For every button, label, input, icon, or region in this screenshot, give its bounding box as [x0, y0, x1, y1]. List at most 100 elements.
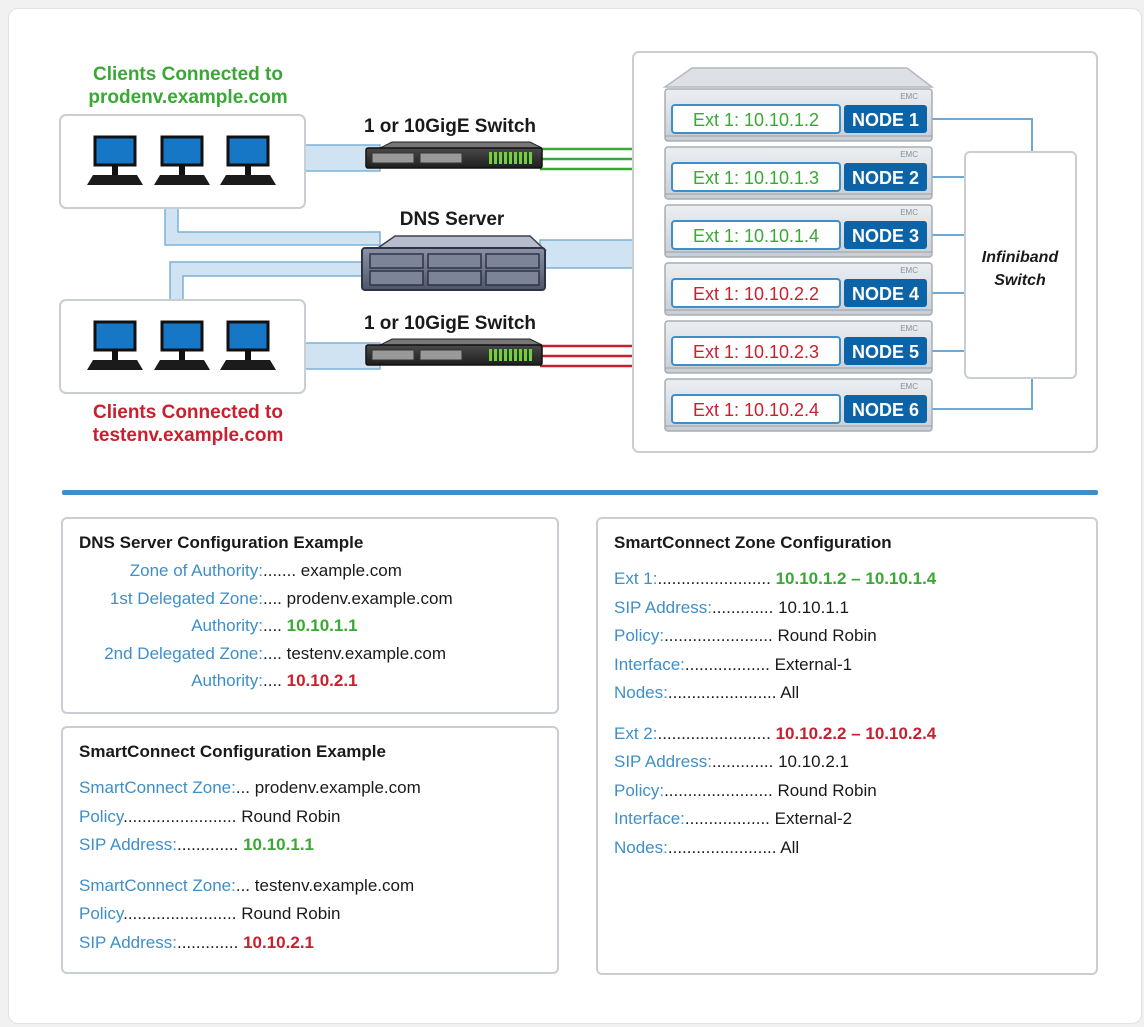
infiniband-switch-box	[964, 151, 1077, 379]
config-key: SIP Address:	[614, 597, 712, 617]
config-row: Authority:.... 10.10.2.1	[191, 671, 357, 691]
config-row: Zone of Authority:....... example.com	[130, 561, 402, 581]
config-key: Policy	[79, 806, 124, 826]
config-value: Round Robin	[241, 904, 341, 923]
config-key: 1st Delegated Zone:	[109, 588, 263, 608]
config-leader-dots: ....	[263, 643, 287, 663]
prod-clients-label-1: Clients Connected to	[93, 64, 283, 85]
config-row: Nodes:....................... All	[614, 683, 799, 703]
node-brand-label: EMC	[900, 208, 918, 217]
config-leader-dots: .............	[176, 835, 244, 854]
node-ext-address: Ext 1: 10.10.1.2	[693, 110, 819, 130]
config-key: Policy	[79, 904, 124, 923]
config-value: 10.10.1.1	[286, 616, 358, 635]
config-leader-dots: ...	[235, 875, 255, 895]
node-brand-label: EMC	[900, 324, 918, 333]
config-row: Ext 1:........................ 10.10.1.2…	[614, 569, 936, 589]
config-key: Policy:	[614, 626, 665, 645]
config-leader-dots: .......................	[667, 837, 781, 857]
config-value: 10.10.2.1	[243, 932, 314, 952]
config-leader-dots: ....	[263, 671, 287, 690]
zone-config-title: SmartConnect Zone Configuration	[614, 533, 892, 552]
monitor-icon	[87, 320, 143, 370]
prod-cables	[540, 147, 635, 171]
node-label: NODE 6	[852, 400, 919, 420]
node-ext-address: Ext 1: 10.10.2.2	[693, 284, 819, 304]
config-value: 10.10.1.1	[778, 597, 849, 617]
config-key: Nodes:	[614, 683, 668, 702]
switch-bottom-icon	[365, 338, 543, 366]
config-row: Policy:....................... Round Rob…	[614, 781, 877, 801]
config-row: Policy........................ Round Rob…	[79, 807, 340, 827]
config-value: Round Robin	[777, 626, 877, 645]
config-key: SIP Address:	[614, 752, 712, 771]
config-row: Interface:.................. External-2	[614, 809, 852, 829]
config-leader-dots: .......	[263, 561, 301, 580]
config-value: External-2	[774, 809, 853, 828]
switch-top-icon	[365, 141, 543, 169]
config-leader-dots: .............	[711, 752, 779, 771]
switch-top-label: 1 or 10GigE Switch	[364, 116, 536, 137]
config-key: Ext 2:	[614, 723, 658, 743]
config-row: SIP Address:............. 10.10.1.1	[614, 598, 849, 618]
config-row: Interface:.................. External-1	[614, 655, 852, 675]
config-key: SIP Address:	[79, 835, 177, 854]
config-key: SmartConnect Zone:	[79, 778, 236, 797]
network-diagram: Clients Connected to prodenv.example.com…	[59, 51, 1098, 453]
dns-config-title: DNS Server Configuration Example	[79, 533, 364, 552]
cluster-top-cover	[662, 67, 935, 88]
config-leader-dots: .......................	[664, 626, 778, 645]
test-clients-label-2: testenv.example.com	[93, 425, 284, 446]
monitor-icon	[220, 320, 276, 370]
config-key: Nodes:	[614, 837, 668, 857]
config-key: Zone of Authority:	[129, 561, 263, 580]
dns-config-panel: DNS Server Configuration Example Zone of…	[61, 517, 559, 714]
node-label: NODE 4	[852, 284, 919, 304]
config-row: Authority:.... 10.10.1.1	[191, 616, 357, 636]
config-row: Ext 2:........................ 10.10.2.2…	[614, 724, 936, 744]
config-leader-dots: ....	[263, 616, 287, 635]
zone-config-panel: SmartConnect Zone Configuration Ext 1:..…	[596, 517, 1098, 975]
config-row: Policy:....................... Round Rob…	[614, 626, 877, 646]
infiniband-label-2: Switch	[994, 272, 1046, 289]
config-leader-dots: ...	[235, 778, 255, 797]
config-row: SmartConnect Zone:... prodenv.example.co…	[79, 778, 421, 798]
config-value: testenv.example.com	[254, 875, 415, 895]
config-value: prodenv.example.com	[254, 778, 421, 797]
config-value: Round Robin	[241, 806, 341, 826]
config-row: SmartConnect Zone:... testenv.example.co…	[79, 876, 414, 896]
config-key: Interface:	[614, 654, 685, 674]
config-value: Round Robin	[777, 780, 877, 800]
config-row: Policy........................ Round Rob…	[79, 904, 340, 924]
monitor-icon	[154, 135, 210, 185]
config-value: 10.10.2.1	[778, 752, 849, 771]
config-key: SmartConnect Zone:	[79, 875, 236, 895]
config-value: example.com	[300, 561, 402, 580]
monitor-icon	[220, 135, 276, 185]
node-brand-label: EMC	[900, 150, 918, 159]
config-row: SIP Address:............. 10.10.1.1	[79, 835, 314, 855]
smartconnect-config-title: SmartConnect Configuration Example	[79, 742, 386, 761]
config-value: testenv.example.com	[286, 643, 446, 663]
node-ext-address: Ext 1: 10.10.1.3	[693, 168, 819, 188]
monitor-icon	[154, 320, 210, 370]
config-row: Nodes:....................... All	[614, 838, 799, 858]
node-ext-address: Ext 1: 10.10.1.4	[693, 226, 819, 246]
config-row: SIP Address:............. 10.10.2.1	[79, 933, 314, 953]
config-key: Ext 1:	[614, 569, 658, 588]
config-leader-dots: ........................	[657, 723, 776, 743]
config-leader-dots: .............	[176, 932, 244, 952]
config-value: External-1	[774, 654, 853, 674]
config-key: Policy:	[614, 780, 665, 800]
config-leader-dots: ........................	[123, 904, 242, 923]
config-key: Authority:	[191, 616, 263, 635]
test-clients-label-1: Clients Connected to	[93, 402, 283, 423]
config-value: 10.10.1.2 – 10.10.1.4	[775, 569, 937, 588]
config-leader-dots: ........................	[123, 806, 242, 826]
config-key: Authority:	[191, 671, 263, 690]
